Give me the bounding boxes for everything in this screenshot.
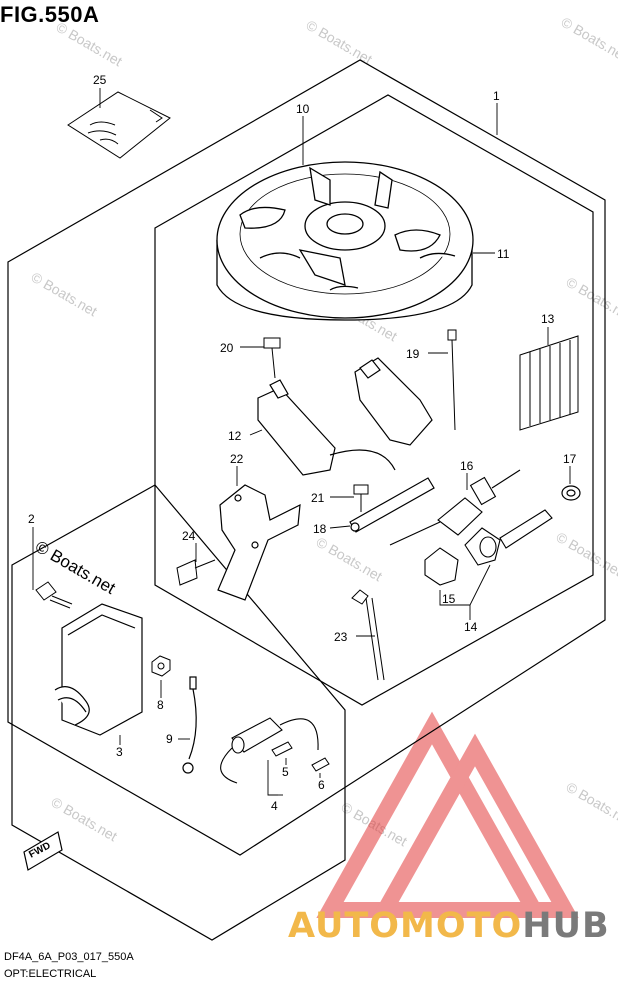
rectifier-bracket (217, 484, 301, 601)
cable-tie-lower (351, 589, 385, 681)
watermark: © Boats.net (554, 529, 618, 580)
callout-11: 11 (497, 247, 510, 261)
kit-outline (7, 59, 606, 856)
fuse-holder (220, 717, 319, 784)
watermark: © Boats.net (314, 534, 386, 585)
callout-3: 3 (116, 745, 123, 759)
callout-15: 15 (442, 592, 456, 606)
callout-14: 14 (464, 620, 478, 634)
parts-bag (67, 91, 171, 159)
callout-19: 19 (406, 347, 420, 361)
ground-wire (182, 676, 197, 774)
brand-logo: AUTOMOTOHUB (288, 906, 610, 946)
label-sheet (519, 335, 579, 431)
fwd-direction-badge: FWD (23, 831, 63, 871)
callout-16: 16 (460, 459, 474, 473)
callout-6: 6 (318, 778, 325, 792)
wire-clamp (349, 477, 435, 533)
figure-title: FIG.550A (0, 2, 100, 27)
watermark: © Boats.net (559, 14, 618, 65)
socket-assembly (424, 509, 553, 586)
watermark: © Boats.net (564, 779, 618, 830)
rectifier-bolt (35, 581, 73, 609)
callout-4: 4 (271, 799, 278, 813)
callout-9: 9 (166, 732, 173, 746)
rectifier-group-outline (11, 484, 346, 941)
watermark: © Boats.net (29, 269, 101, 320)
callout-25: 25 (93, 73, 107, 87)
callout-21: 21 (311, 491, 325, 505)
callout-5: 5 (282, 765, 289, 779)
cable-tie-upper (447, 329, 457, 431)
watermark: © Boats.net (564, 274, 618, 325)
callout-8: 8 (157, 698, 164, 712)
callout-17: 17 (563, 452, 577, 466)
harness-connector (389, 469, 521, 546)
callout-23: 23 (334, 630, 348, 644)
brand-logo-part-b: HUB (522, 906, 610, 946)
bracket-bolt (176, 559, 216, 586)
stator-bolt (263, 337, 281, 379)
watermark: © Boats.net (304, 17, 376, 68)
hex-nut (151, 655, 171, 677)
figure-code: DF4A_6A_P03_017_550A (4, 951, 134, 963)
spare-fuse (311, 757, 330, 772)
callout-18: 18 (313, 522, 327, 536)
callout-12: 12 (228, 429, 242, 443)
callout-13: 13 (541, 312, 555, 326)
clamp-screw (353, 484, 369, 512)
brand-logo-part-a: AUTOMOTO (288, 906, 523, 946)
stator-coil-assembly (257, 357, 433, 476)
callout-10: 10 (296, 102, 310, 116)
leader-lines (32, 88, 571, 796)
logo-emblem (316, 711, 579, 918)
magneto-group-outline (154, 94, 594, 706)
rectifier (54, 603, 143, 736)
callout-labels: 1 2 3 4 5 6 8 9 10 11 12 13 14 15 16 17 … (28, 73, 577, 813)
callout-1: 1 (493, 89, 500, 103)
section-name: OPT:ELECTRICAL (4, 968, 97, 980)
callout-2: 2 (28, 512, 35, 526)
callout-22: 22 (230, 452, 244, 466)
callout-24: 24 (182, 529, 196, 543)
watermark: © Boats.net (54, 19, 126, 70)
flywheel (216, 161, 474, 321)
callout-20: 20 (220, 341, 234, 355)
fuse (271, 741, 293, 757)
grommet (561, 485, 581, 501)
